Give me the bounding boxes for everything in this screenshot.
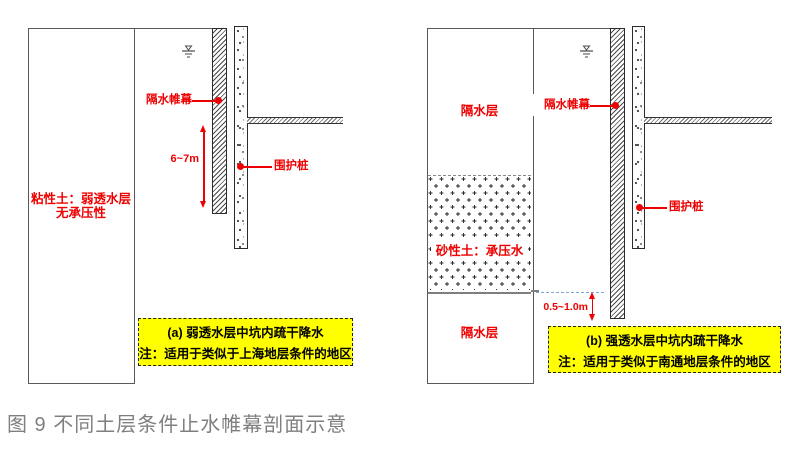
retaining-pile-a <box>234 26 248 249</box>
ground-surface-line-a <box>133 28 213 29</box>
water-table-icon <box>580 45 593 58</box>
curtain-leader-line-b <box>590 105 613 107</box>
dim-arrowhead-top-a <box>200 125 207 132</box>
pit-floor-slab-a <box>247 117 343 124</box>
figure-caption: 图 9 不同土层条件止水帷幕剖面示意 <box>7 414 348 436</box>
curtain-leader-dot-a <box>215 97 222 104</box>
waterproof-curtain-b <box>610 28 625 319</box>
pile-leader-dot-a <box>237 163 244 170</box>
pile-leader-dot-b <box>636 204 643 211</box>
soil-label-line1-a: 粘性土：弱透水层 <box>30 192 131 206</box>
dim-line-a <box>203 131 205 202</box>
pile-label-a: 围护桩 <box>274 160 309 172</box>
top-layer-label-b: 隔水层 <box>460 104 499 118</box>
soil-label-line2-a: 无承压性 <box>55 205 106 220</box>
ground-surface-line-b <box>532 28 610 29</box>
dim-arrowhead-bottom-a <box>200 201 207 208</box>
pit-floor-slab-b <box>644 117 772 124</box>
dim-text-a: 6~7m <box>170 153 199 165</box>
note-text-a: 注：适用于类似于上海地层条件的地区 <box>139 347 352 361</box>
dim-line-b <box>591 298 594 315</box>
sand-pattern <box>428 176 531 290</box>
waterproof-curtain-a <box>212 28 227 214</box>
retaining-pile-b <box>632 26 645 249</box>
soil-layer-label-a: 粘性土：弱透水层 无承压性 <box>29 192 133 220</box>
curtain-leader-dot-b <box>612 102 619 109</box>
note-box-b: (b) 强透水层中坑内疏干降水 注：适用于类似于南通地层条件的地区 <box>548 326 781 373</box>
bottom-layer-label-b: 隔水层 <box>460 326 499 340</box>
dim-text-b: 0.5~1.0m <box>543 301 588 313</box>
border-gap-patch-b <box>530 94 535 116</box>
dim-arrowhead-bottom-b <box>588 314 595 321</box>
water-table-icon <box>182 45 195 58</box>
note-text-b: 注：适用于类似于南通地层条件的地区 <box>558 354 771 369</box>
curtain-leader-line-a <box>192 100 216 102</box>
curtain-label-a: 隔水帷幕 <box>146 94 192 106</box>
sand-layer-label-b: 砂性土：承压水 <box>431 238 528 261</box>
curtain-label-b: 隔水帷幕 <box>544 99 590 111</box>
note-box-a: (a) 弱透水层中坑内疏干降水 注：适用于类似于上海地层条件的地区 <box>138 318 353 366</box>
soil-block-a <box>28 28 135 384</box>
sand-layer-b <box>428 175 531 294</box>
drawdown-water-level-line-b <box>536 292 604 293</box>
note-title-a: (a) 弱透水层中坑内疏干降水 <box>167 326 324 340</box>
dim-arrowhead-top-b <box>588 292 595 299</box>
note-title-b: (b) 强透水层中坑内疏干降水 <box>586 333 743 348</box>
pile-label-b: 围护桩 <box>669 201 704 213</box>
pile-leader-line-a <box>243 166 272 168</box>
sand-bottom-line-ext-b <box>531 290 539 292</box>
pile-leader-line-b <box>642 207 667 209</box>
